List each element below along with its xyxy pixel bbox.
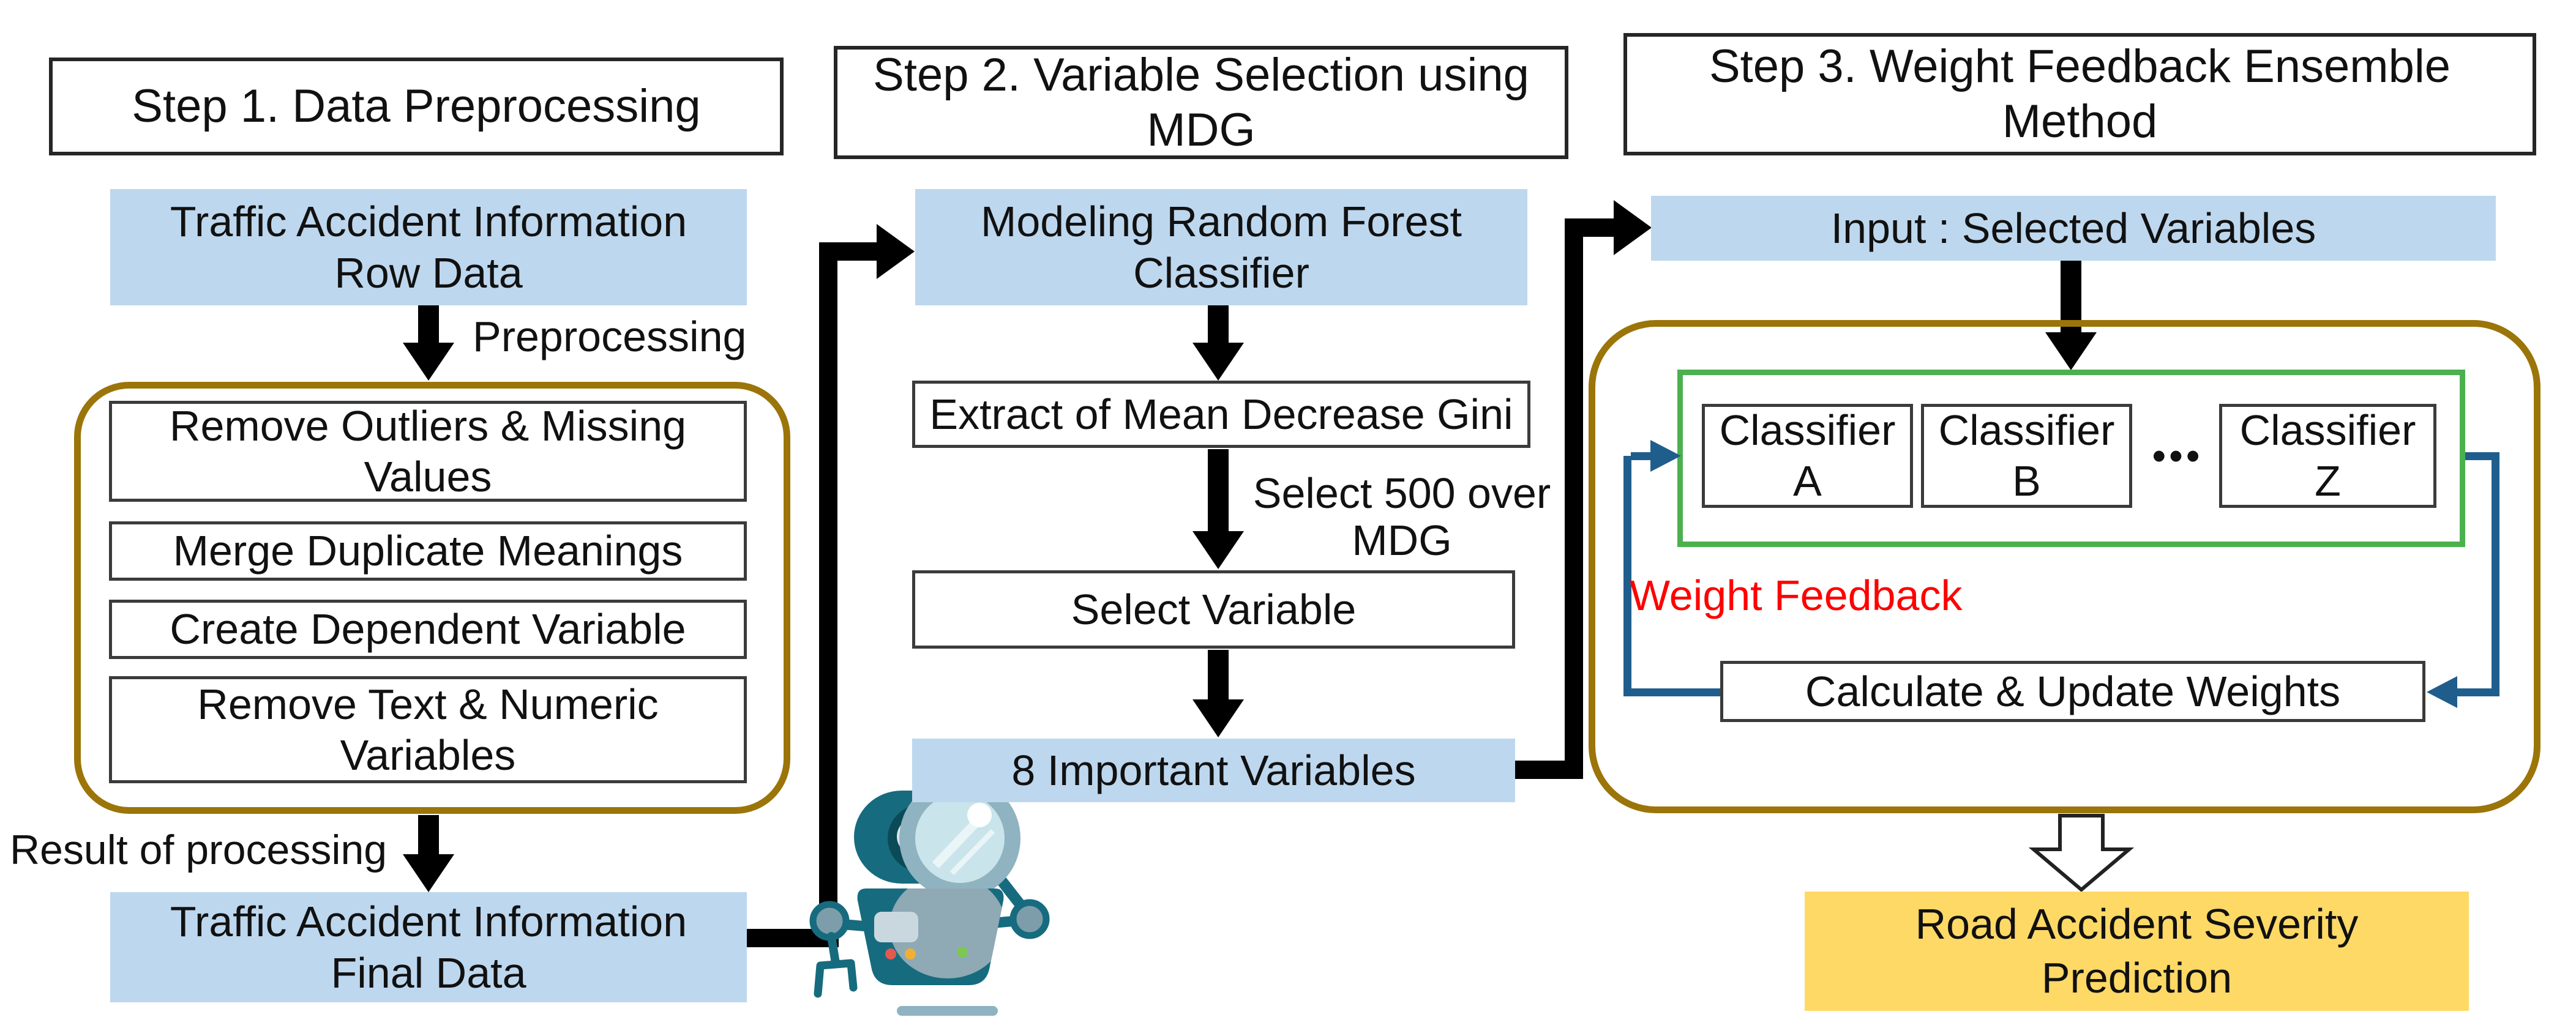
process-box-create-dependent: Create Dependent Variable — [109, 600, 747, 659]
feedback-left-top — [1631, 452, 1652, 460]
arrow-model-to-extract-shaft — [1208, 305, 1229, 343]
arrow-preprocessing-shaft — [418, 305, 439, 343]
step3-title: Step 3. Weight Feedback Ensemble Method — [1623, 33, 2536, 155]
arrowhead-into-modeling — [877, 224, 915, 279]
classifier-a-box: Classifier A — [1702, 404, 1913, 508]
arrow-select-to-vars-head — [1193, 699, 1244, 737]
feedback-right-top — [2465, 452, 2499, 460]
preprocessing-label: Preprocessing — [473, 313, 747, 360]
step2-title: Step 2. Variable Selection using MDG — [834, 46, 1568, 159]
classifier-b-box: Classifier B — [1921, 404, 2132, 508]
process-box-remove-text-numeric: Remove Text & Numeric Variables — [109, 676, 747, 783]
hollow-down-arrow-icon — [2028, 814, 2135, 892]
step2-output-box: 8 Important Variables — [912, 739, 1515, 802]
arrow-result-shaft — [418, 815, 439, 855]
step2-model-box: Modeling Random Forest Classifier — [915, 189, 1527, 305]
feedback-right-bottom — [2456, 688, 2499, 696]
classifier-z-box: Classifier Z — [2219, 404, 2436, 508]
step1-source-box: Traffic Accident Information Row Data — [110, 189, 747, 305]
arrow-result-head — [403, 854, 454, 892]
step3-input-box: Input : Selected Variables — [1651, 196, 2496, 261]
arrow-extract-to-select-head — [1193, 531, 1244, 569]
arrowhead-into-input — [1614, 200, 1652, 255]
step3-prediction-box: Road Accident Severity Prediction — [1805, 892, 2469, 1011]
arrow-extract-to-select-shaft — [1208, 449, 1229, 532]
select-500-label: Select 500 over MDG — [1252, 469, 1551, 564]
connector-vars-to-step3-vertical — [1565, 218, 1583, 779]
step2-select-box: Select Variable — [912, 570, 1515, 649]
step1-process-container — [74, 382, 790, 814]
process-box-merge-duplicates: Merge Duplicate Meanings — [109, 521, 747, 581]
arrow-input-to-classifiers-head — [2045, 332, 2097, 370]
connector-vars-to-step3-top — [1583, 218, 1614, 237]
connector-final-to-step2-top — [837, 242, 877, 261]
connector-final-to-step2-vertical — [819, 242, 837, 947]
feedback-left-vertical — [1623, 456, 1631, 696]
step1-title: Step 1. Data Preprocessing — [49, 58, 784, 155]
feedback-left-bottom — [1623, 688, 1720, 696]
step1-final-box: Traffic Accident Information Final Data — [110, 892, 747, 1002]
step2-extract-box: Extract of Mean Decrease Gini — [912, 381, 1530, 448]
arrow-select-to-vars-shaft — [1208, 650, 1229, 700]
feedback-arrowhead-into-classifiers — [1650, 440, 1681, 472]
result-of-processing-label: Result of processing — [10, 827, 388, 873]
feedback-arrowhead-into-update — [2427, 676, 2457, 708]
arrow-model-to-extract-head — [1193, 343, 1244, 381]
robot-magnifier-icon — [809, 778, 1050, 1016]
step3-ensemble-container — [1589, 320, 2540, 813]
classifier-ellipsis: ••• — [2152, 434, 2204, 477]
feedback-right-vertical — [2492, 452, 2499, 696]
arrow-preprocessing-head — [403, 343, 454, 381]
process-box-remove-outliers: Remove Outliers & Missing Values — [109, 401, 747, 502]
step3-update-weights-box: Calculate & Update Weights — [1720, 661, 2425, 722]
weight-feedback-label: Weight Feedback — [1630, 572, 1963, 619]
